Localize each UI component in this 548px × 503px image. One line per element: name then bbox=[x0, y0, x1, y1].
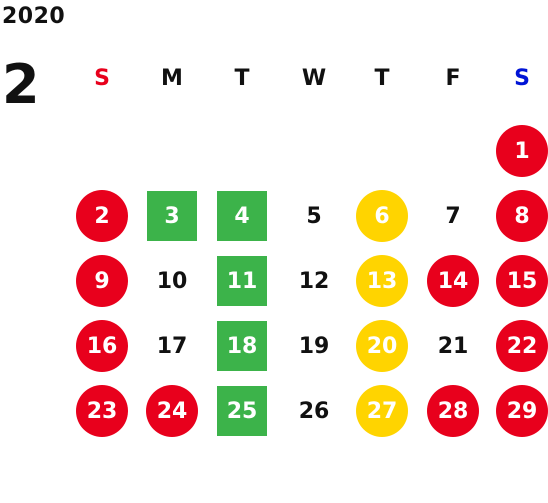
day-15: 15 bbox=[496, 255, 548, 307]
day-10: 10 bbox=[156, 268, 188, 294]
day-3: 3 bbox=[147, 191, 197, 241]
day-29: 29 bbox=[496, 385, 548, 437]
day-21: 21 bbox=[437, 333, 469, 359]
day-9: 9 bbox=[76, 255, 128, 307]
day-16: 16 bbox=[76, 320, 128, 372]
day-6: 6 bbox=[356, 190, 408, 242]
day-18: 18 bbox=[217, 321, 267, 371]
day-2: 2 bbox=[76, 190, 128, 242]
year-label: 2020 bbox=[2, 4, 66, 29]
day-17: 17 bbox=[156, 333, 188, 359]
day-27: 27 bbox=[356, 385, 408, 437]
day-22: 22 bbox=[496, 320, 548, 372]
day-8: 8 bbox=[496, 190, 548, 242]
day-19: 19 bbox=[298, 333, 330, 359]
weekday-tue: T bbox=[234, 66, 250, 91]
weekday-sun: S bbox=[94, 66, 110, 91]
day-12: 12 bbox=[298, 268, 330, 294]
weekday-mon: M bbox=[161, 66, 183, 91]
day-25: 25 bbox=[217, 386, 267, 436]
day-28: 28 bbox=[427, 385, 479, 437]
weekday-sat: S bbox=[514, 66, 530, 91]
month-label: 2 bbox=[2, 53, 40, 116]
day-13: 13 bbox=[356, 255, 408, 307]
day-1: 1 bbox=[496, 125, 548, 177]
day-5: 5 bbox=[306, 203, 322, 229]
weekday-thu: T bbox=[374, 66, 390, 91]
day-24: 24 bbox=[146, 385, 198, 437]
day-7: 7 bbox=[445, 203, 461, 229]
weekday-wed: W bbox=[301, 66, 327, 91]
weekday-fri: F bbox=[445, 66, 461, 91]
day-11: 11 bbox=[217, 256, 267, 306]
day-14: 14 bbox=[427, 255, 479, 307]
day-26: 26 bbox=[298, 398, 330, 424]
day-23: 23 bbox=[76, 385, 128, 437]
day-4: 4 bbox=[217, 191, 267, 241]
day-20: 20 bbox=[356, 320, 408, 372]
